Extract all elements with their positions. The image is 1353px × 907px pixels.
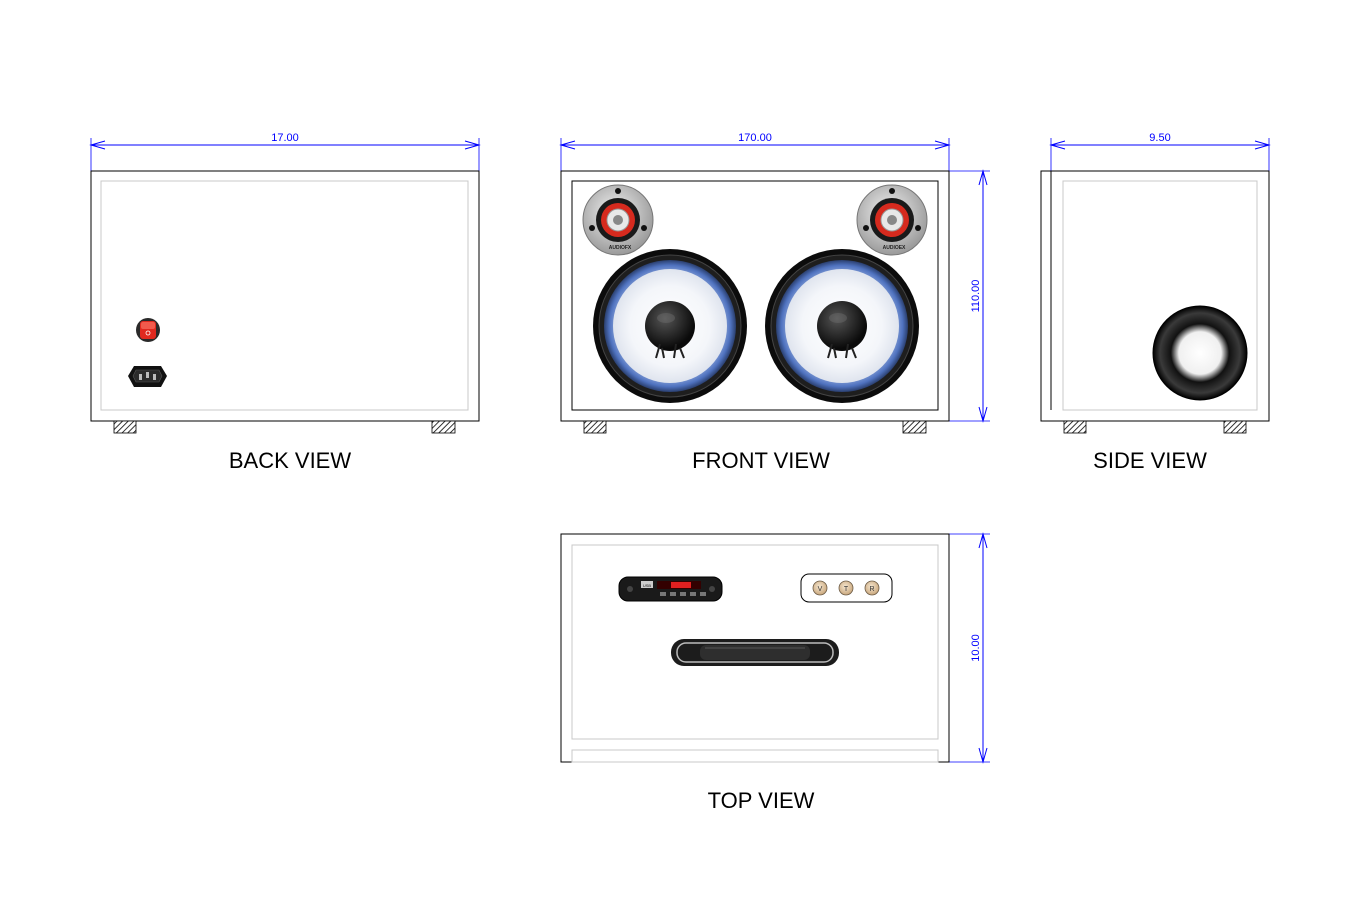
back-foot-left	[113, 420, 137, 434]
treble-knob-icon: T	[838, 580, 854, 596]
back-view-title: BACK VIEW	[229, 448, 351, 473]
side-view-title: SIDE VIEW	[1093, 448, 1207, 473]
bass-port-icon	[1152, 305, 1248, 401]
rocker-switch-icon	[136, 318, 160, 342]
front-height-label: 110.00	[970, 280, 982, 313]
knob-panel: V T R	[800, 573, 893, 603]
top-height-dimension: 10.00	[949, 532, 990, 764]
power-socket-icon	[128, 366, 167, 387]
woofer-left-icon	[593, 249, 747, 403]
svg-text:R: R	[869, 586, 874, 593]
tweeter-left-icon: AUDIOFX	[582, 184, 654, 256]
tweeter-right-brand: AUDIOEX	[883, 245, 906, 251]
front-view: 170.00 110.00 AUDIOFX	[559, 132, 990, 473]
side-width-dimension: 9.50	[1049, 132, 1271, 182]
front-foot-left	[583, 420, 607, 434]
front-height-dimension: 110.00	[949, 169, 990, 423]
top-view: 10.00 USB V	[560, 532, 990, 813]
side-foot-right	[1223, 420, 1247, 434]
svg-text:T: T	[844, 586, 849, 593]
woofer-right-icon	[765, 249, 919, 403]
mp3-player-module-icon: USB	[618, 576, 723, 602]
back-width-label: 17.00	[271, 132, 299, 144]
side-view: 9.50 SIDE VIEW	[1040, 132, 1271, 473]
volume-knob-icon: V	[812, 580, 828, 596]
svg-text:V: V	[818, 586, 823, 593]
side-width-label: 9.50	[1149, 132, 1170, 144]
front-foot-right	[902, 420, 927, 434]
side-foot-left	[1063, 420, 1087, 434]
tweeter-right-icon: AUDIOEX	[856, 184, 928, 256]
tweeter-left-brand: AUDIOFX	[609, 245, 632, 251]
bass-knob-icon: R	[864, 580, 880, 596]
front-width-dimension: 170.00	[559, 132, 951, 172]
back-foot-right	[431, 420, 456, 434]
front-width-label: 170.00	[738, 132, 772, 144]
top-height-label: 10.00	[970, 634, 982, 662]
carry-handle-icon	[671, 639, 839, 666]
front-view-title: FRONT VIEW	[692, 448, 830, 473]
top-view-title: TOP VIEW	[708, 788, 815, 813]
player-usb-label: USB	[643, 583, 652, 588]
back-width-dimension: 17.00	[89, 132, 481, 172]
back-view: 17.00 BACK VIEW	[89, 132, 481, 473]
